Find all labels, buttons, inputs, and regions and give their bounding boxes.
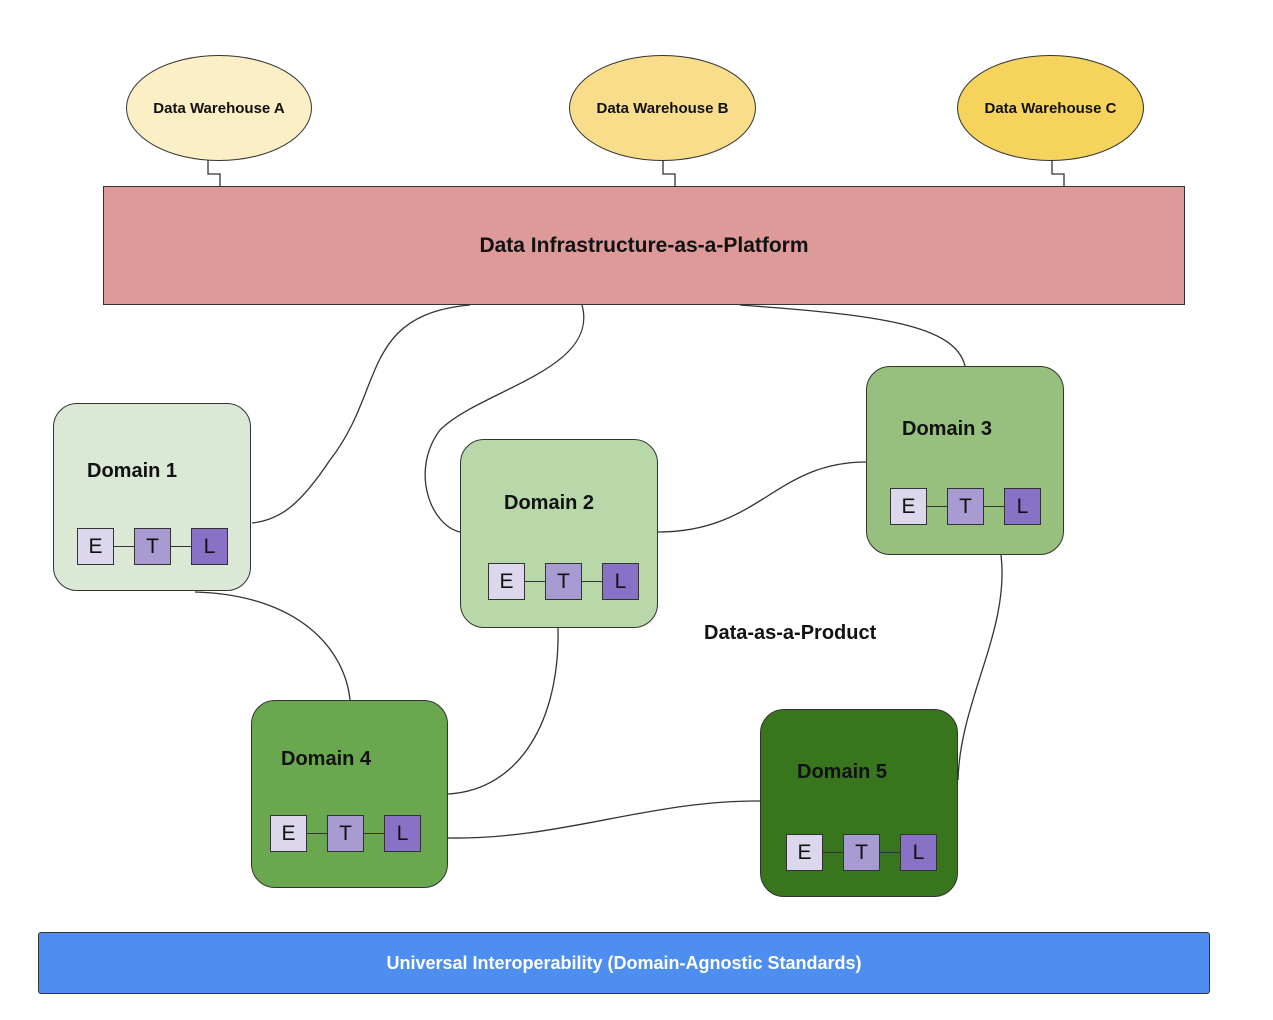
domain-1-etl: E T L (77, 528, 228, 565)
transform-box: T (947, 488, 984, 525)
domain2-domain3-connector (657, 461, 867, 533)
warehouse-a-node: Data Warehouse A (126, 55, 312, 161)
warehouse-b-connector (662, 160, 676, 186)
warehouse-b-label: Data Warehouse B (596, 99, 729, 117)
load-box: L (1004, 488, 1041, 525)
domain-2-title: Domain 2 (504, 492, 595, 514)
etl-link (582, 581, 602, 582)
etl-link (307, 833, 327, 834)
domain3-domain5-connector (957, 554, 1003, 781)
domain-4-etl: E T L (270, 815, 421, 852)
domain-4-node: Domain 4 E T L (251, 700, 448, 888)
domain1-domain4-connector (194, 591, 351, 701)
warehouse-c-node: Data Warehouse C (957, 55, 1144, 161)
domain-5-node: Domain 5 E T L (760, 709, 958, 897)
platform-label: Data Infrastructure-as-a-Platform (479, 233, 809, 257)
domain-1-title: Domain 1 (87, 460, 178, 482)
domain-5-etl: E T L (786, 834, 937, 871)
warehouse-c-label: Data Warehouse C (984, 99, 1117, 117)
interoperability-bar: Universal Interoperability (Domain-Agnos… (38, 932, 1210, 994)
etl-link (114, 546, 134, 547)
platform-domain1-connector (251, 304, 471, 524)
interoperability-label: Universal Interoperability (Domain-Agnos… (386, 952, 862, 973)
warehouse-a-label: Data Warehouse A (153, 99, 285, 117)
warehouse-a-connector (207, 160, 221, 186)
extract-box: E (786, 834, 823, 871)
transform-box: T (545, 563, 582, 600)
domain4-domain5-connector (447, 800, 761, 839)
etl-link (927, 506, 947, 507)
domain-3-node: Domain 3 E T L (866, 366, 1064, 555)
platform-domain3-connector (739, 304, 966, 367)
domain-5-title: Domain 5 (797, 761, 888, 783)
platform-box: Data Infrastructure-as-a-Platform (103, 186, 1185, 305)
etl-link (171, 546, 191, 547)
domain-1-node: Domain 1 E T L (53, 403, 251, 591)
platform-domain2-connector (424, 304, 585, 533)
load-box: L (900, 834, 937, 871)
extract-box: E (77, 528, 114, 565)
transform-box: T (134, 528, 171, 565)
domain-3-title: Domain 3 (902, 418, 993, 440)
domain-2-etl: E T L (488, 563, 639, 600)
extract-box: E (270, 815, 307, 852)
data-as-a-product-label: Data-as-a-Product (704, 622, 877, 644)
etl-link (984, 506, 1004, 507)
etl-link (364, 833, 384, 834)
domain-4-title: Domain 4 (281, 748, 372, 770)
domain-2-node: Domain 2 E T L (460, 439, 658, 628)
warehouse-c-connector (1051, 160, 1065, 186)
transform-box: T (327, 815, 364, 852)
warehouse-b-node: Data Warehouse B (569, 55, 756, 161)
domain-3-etl: E T L (890, 488, 1041, 525)
extract-box: E (488, 563, 525, 600)
extract-box: E (890, 488, 927, 525)
load-box: L (602, 563, 639, 600)
transform-box: T (843, 834, 880, 871)
etl-link (823, 852, 843, 853)
etl-link (880, 852, 900, 853)
etl-link (525, 581, 545, 582)
load-box: L (384, 815, 421, 852)
load-box: L (191, 528, 228, 565)
domain2-domain4-connector (447, 627, 559, 795)
